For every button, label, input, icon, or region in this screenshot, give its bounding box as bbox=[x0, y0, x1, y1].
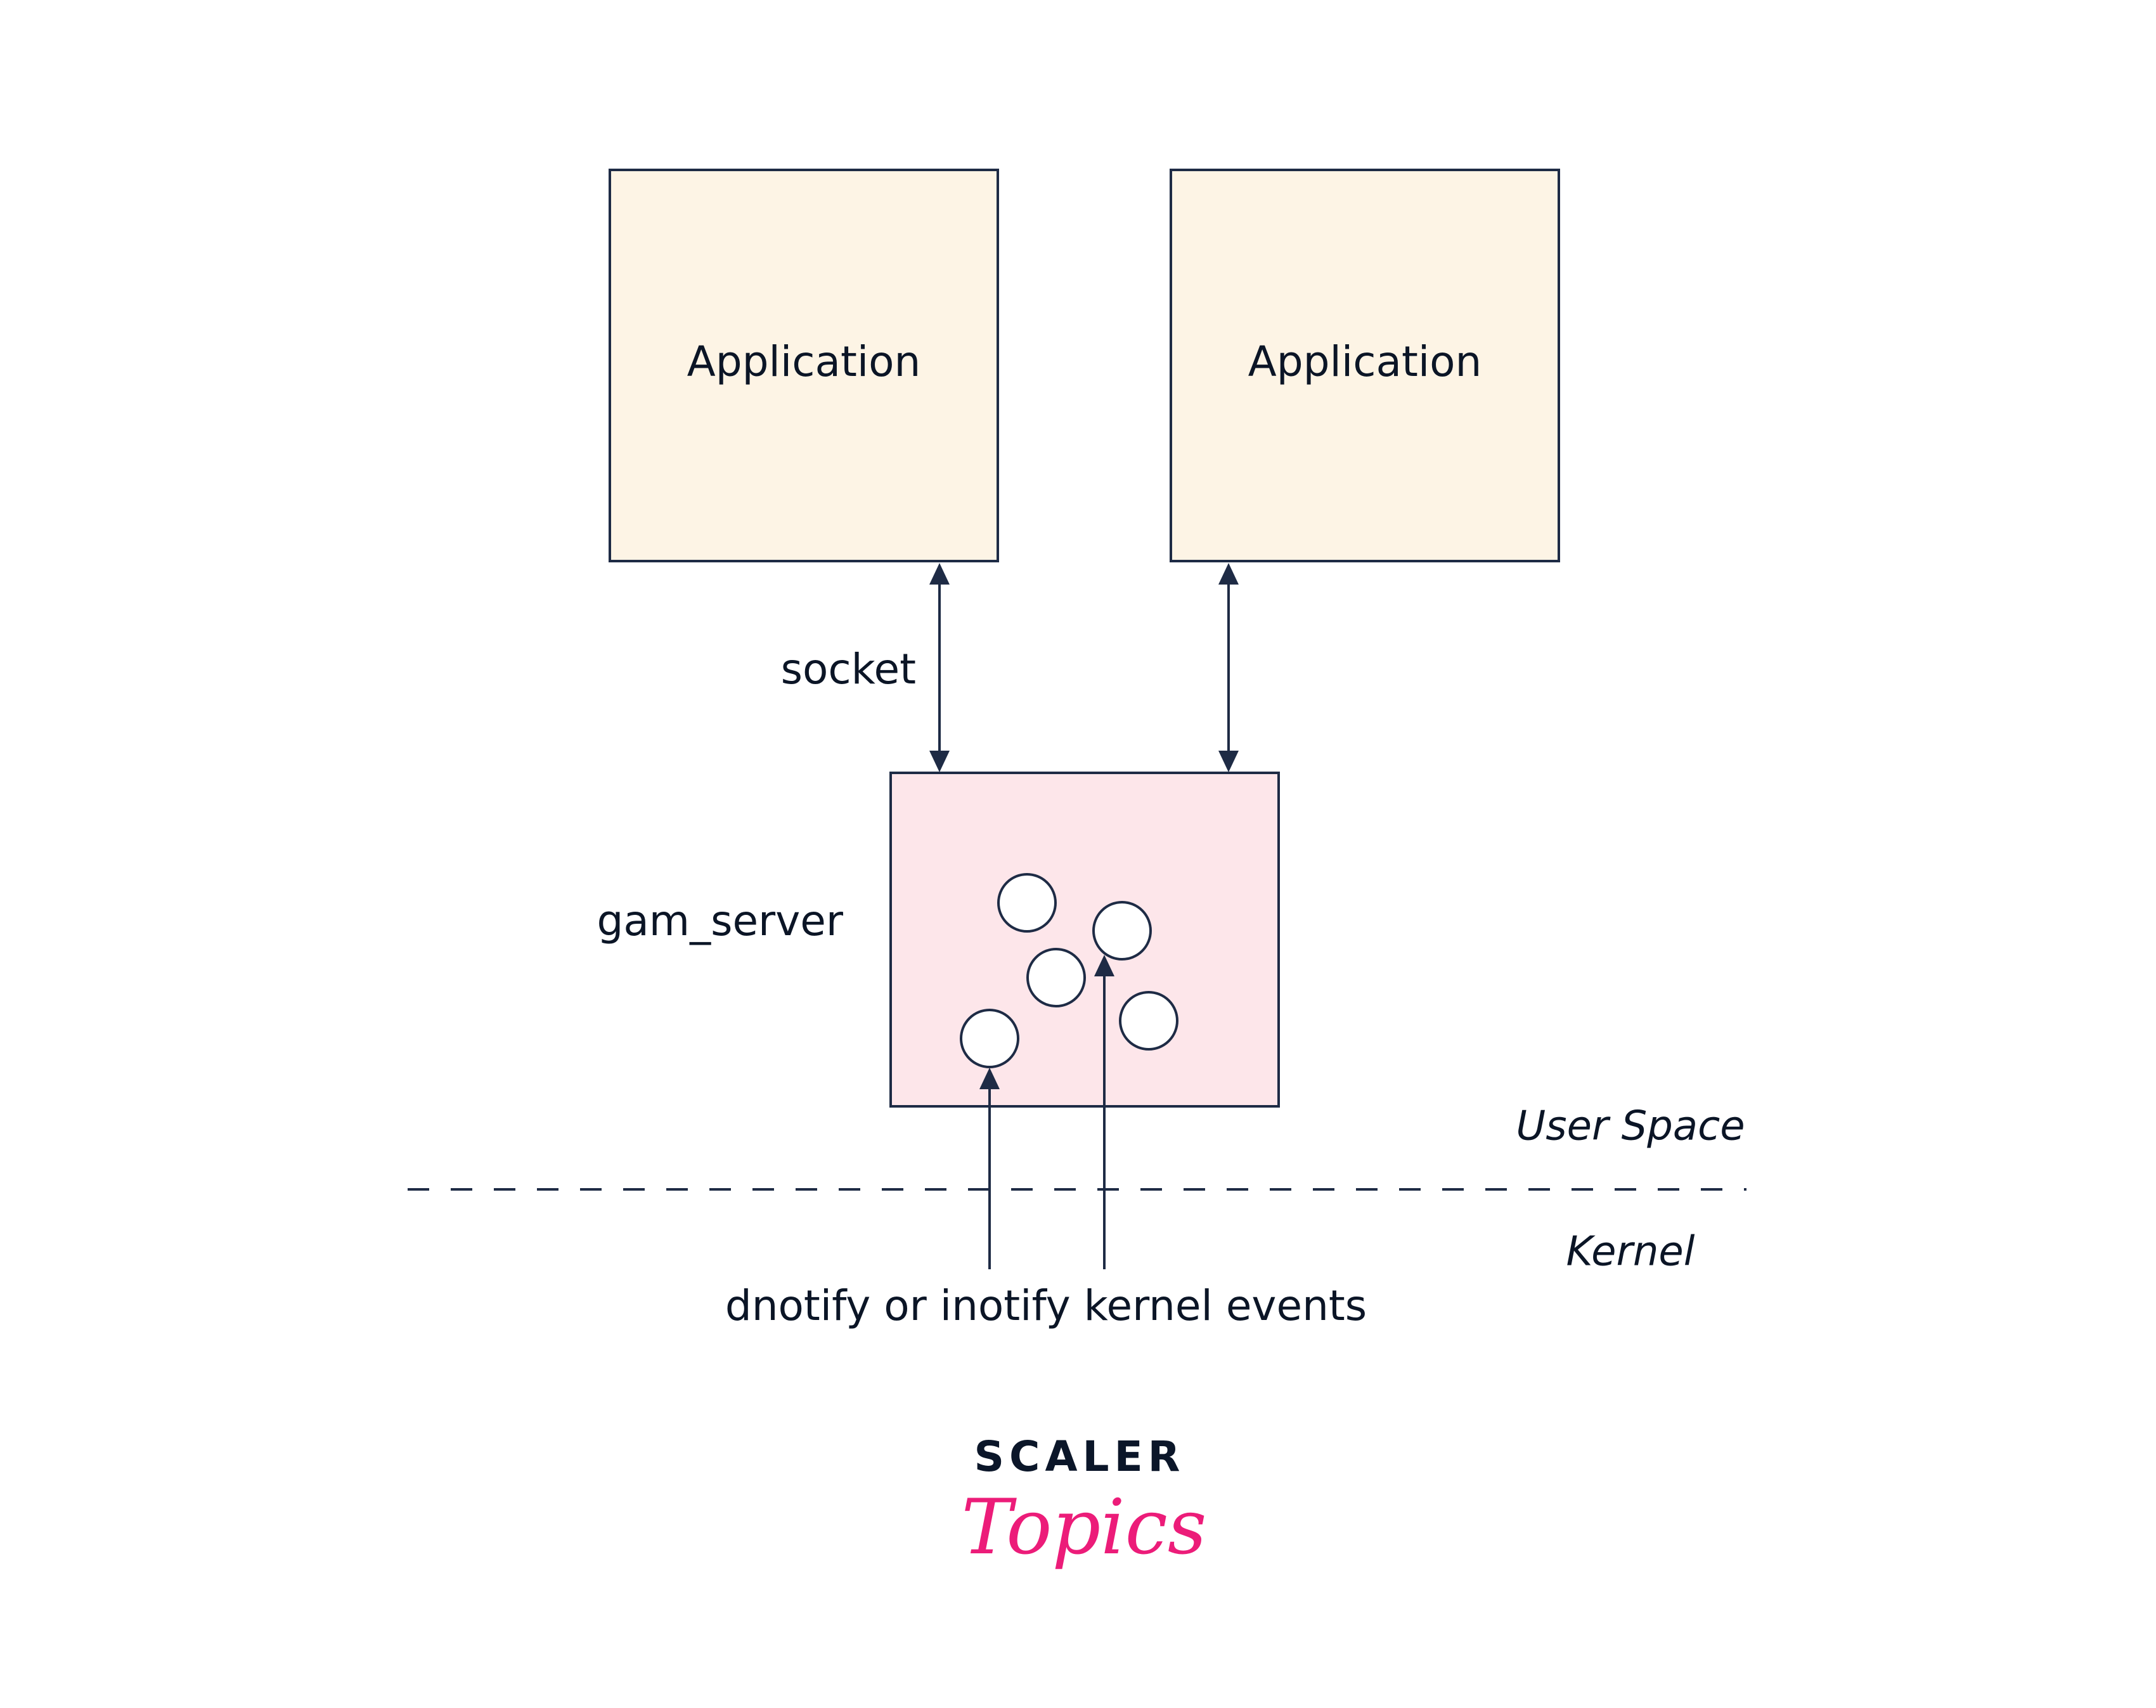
arrowhead-down-2 bbox=[1218, 751, 1239, 772]
event-circle bbox=[997, 873, 1057, 933]
event-circle bbox=[1092, 901, 1152, 961]
event-circle bbox=[1119, 991, 1178, 1051]
application-label-1: Application bbox=[687, 337, 921, 386]
arrowhead-up-1 bbox=[929, 563, 950, 585]
arrowhead-up-3 bbox=[979, 1068, 1000, 1089]
user-space-label: User Space bbox=[1516, 1103, 1745, 1150]
application-box-2 bbox=[1170, 169, 1560, 562]
gam-server-label: gam_server bbox=[597, 896, 843, 945]
kernel-events-label: dnotify or inotify kernel events bbox=[725, 1281, 1367, 1330]
application-box-1 bbox=[609, 169, 999, 562]
scaler-topics-logo: SCALER Topics bbox=[962, 1432, 1207, 1572]
arrowhead-down-1 bbox=[929, 751, 950, 772]
event-circle bbox=[1026, 948, 1086, 1007]
arrowhead-up-4 bbox=[1094, 955, 1114, 976]
kernel-label: Kernel bbox=[1566, 1229, 1694, 1276]
logo-topics-text: Topics bbox=[962, 1484, 1207, 1572]
application-label-2: Application bbox=[1248, 337, 1482, 386]
arrowhead-up-2 bbox=[1218, 563, 1239, 585]
gam-server-box bbox=[889, 772, 1280, 1108]
event-circle bbox=[960, 1009, 1019, 1068]
logo-scaler-text: SCALER bbox=[974, 1432, 1185, 1481]
socket-label: socket bbox=[781, 645, 916, 694]
